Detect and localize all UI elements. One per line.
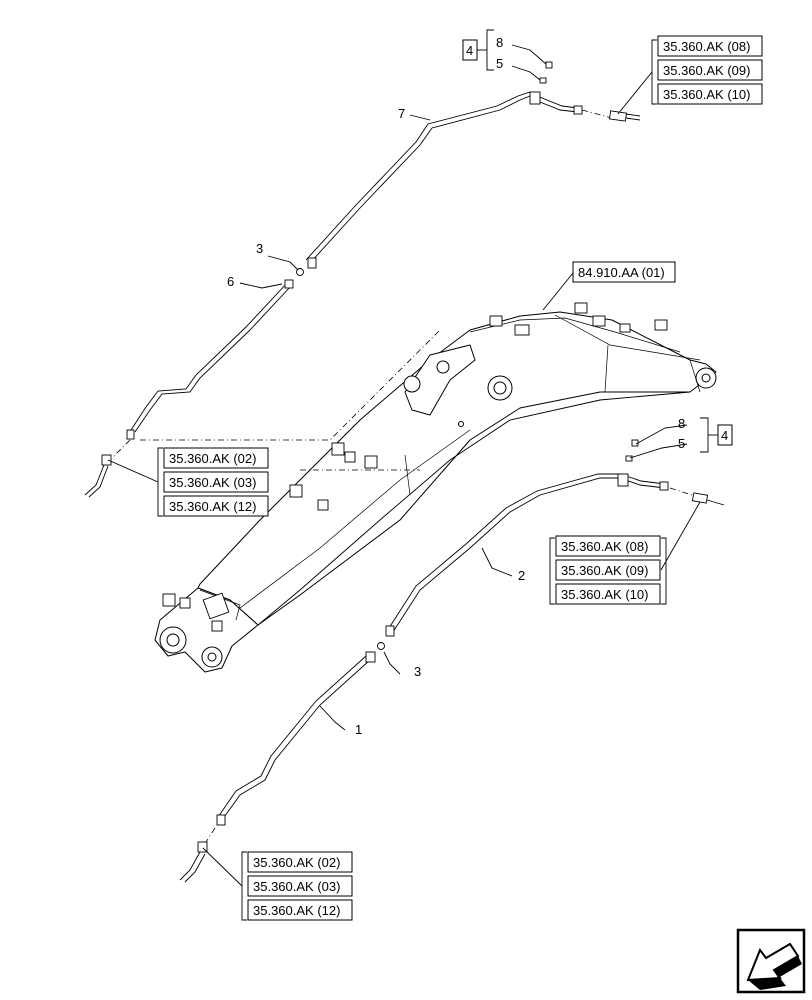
ref-box-bottom-left: 35.360.AK (02) 35.360.AK (03) 35.360.AK … <box>247 851 353 921</box>
ref-mid-left-0[interactable]: 35.360.AK (02) <box>169 451 256 466</box>
group-box-right: 4 <box>717 424 733 446</box>
group-top-label: 4 <box>466 43 473 58</box>
next-page-arrow-icon[interactable] <box>736 928 806 994</box>
callout-item-3-bottom: 3 <box>414 664 421 679</box>
ref-mid-right-2[interactable]: 35.360.AK (10) <box>561 587 648 602</box>
leader-lines <box>107 29 718 921</box>
ref-box-mid-right: 35.360.AK (08) 35.360.AK (09) 35.360.AK … <box>555 535 661 605</box>
ref-mid-left-1[interactable]: 35.360.AK (03) <box>169 475 256 490</box>
ref-mid-right-0[interactable]: 35.360.AK (08) <box>561 539 648 554</box>
callout-top-5: 5 <box>496 56 503 71</box>
callout-item-7: 7 <box>398 106 405 121</box>
ref-box-boom: 84.910.AA (01) <box>572 261 676 283</box>
ref-bottom-left-2[interactable]: 35.360.AK (12) <box>253 903 340 918</box>
group-box-top: 4 <box>462 39 478 61</box>
ref-mid-right-1[interactable]: 35.360.AK (09) <box>561 563 648 578</box>
callout-right-8: 8 <box>678 416 685 431</box>
boom-arm <box>154 302 717 673</box>
ref-top-right-2[interactable]: 35.360.AK (10) <box>663 87 750 102</box>
ref-bottom-left-0[interactable]: 35.360.AK (02) <box>253 855 340 870</box>
callout-item-2: 2 <box>518 568 525 583</box>
ref-boom[interactable]: 84.910.AA (01) <box>578 265 665 280</box>
callout-item-1: 1 <box>355 722 362 737</box>
callout-right-5: 5 <box>678 436 685 451</box>
ref-top-right-0[interactable]: 35.360.AK (08) <box>663 39 750 54</box>
item-numbers: 8 5 7 3 6 8 5 2 3 1 <box>227 35 685 737</box>
ref-box-mid-left: 35.360.AK (02) 35.360.AK (03) 35.360.AK … <box>163 447 269 517</box>
ref-box-top-right: 35.360.AK (08) 35.360.AK (09) 35.360.AK … <box>657 35 763 105</box>
callout-item-3-top: 3 <box>256 241 263 256</box>
ref-mid-left-2[interactable]: 35.360.AK (12) <box>169 499 256 514</box>
ref-bottom-left-1[interactable]: 35.360.AK (03) <box>253 879 340 894</box>
callout-item-6: 6 <box>227 274 234 289</box>
hose-upper-assembly <box>84 61 641 498</box>
hose-lower-assembly <box>179 439 725 883</box>
ref-top-right-1[interactable]: 35.360.AK (09) <box>663 63 750 78</box>
group-right-label: 4 <box>721 428 728 443</box>
callout-top-8: 8 <box>496 35 503 50</box>
